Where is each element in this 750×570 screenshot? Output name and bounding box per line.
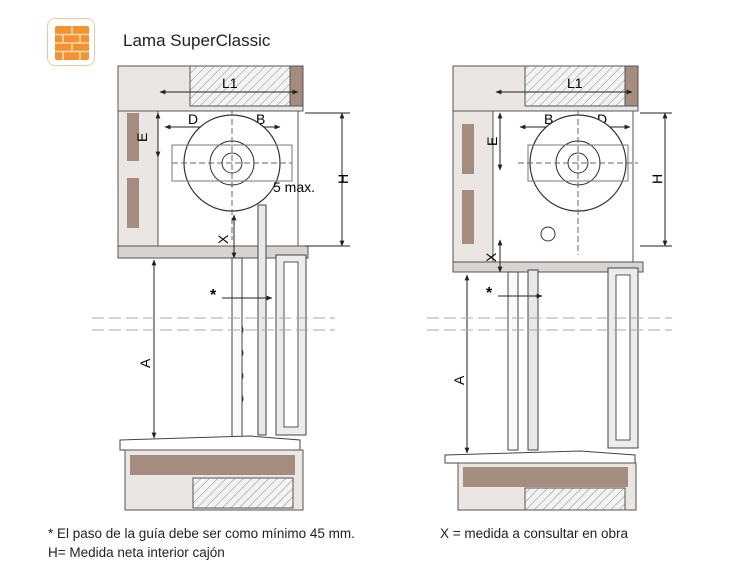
right-label-l1: L1 — [567, 75, 583, 91]
left-label-h: H — [335, 174, 351, 184]
left-label-d: D — [188, 111, 198, 127]
right-label-star: * — [486, 285, 493, 302]
brick-wall-icon — [47, 18, 95, 66]
header: Lama SuperClassic — [0, 0, 750, 80]
left-label-b: B — [256, 111, 265, 127]
right-label-e: E — [484, 137, 500, 146]
page-title: Lama SuperClassic — [123, 31, 271, 50]
right-label-b: B — [544, 111, 553, 127]
left-label-x: X — [215, 234, 231, 244]
right-drawing: L1 B D E H X * A — [427, 65, 672, 511]
star-note: * El paso de la guía debe ser como mínim… — [48, 526, 355, 541]
h-note: H= Medida neta interior cajón — [48, 545, 225, 560]
left-label-l1: L1 — [222, 75, 238, 91]
left-drawing: L1 D B E H 5 max. X * — [92, 65, 351, 511]
left-label-star: * — [210, 287, 217, 304]
right-label-a: A — [451, 375, 467, 385]
left-label-5max: 5 max. — [273, 179, 315, 195]
right-label-x: X — [483, 252, 499, 262]
left-label-a: A — [137, 358, 153, 368]
technical-drawings: L1 D B E H 5 max. X * — [92, 65, 672, 511]
right-label-d: D — [597, 111, 607, 127]
left-label-e: E — [134, 133, 150, 142]
x-note: X = medida a consultar en obra — [440, 526, 628, 541]
right-label-h: H — [649, 174, 665, 184]
